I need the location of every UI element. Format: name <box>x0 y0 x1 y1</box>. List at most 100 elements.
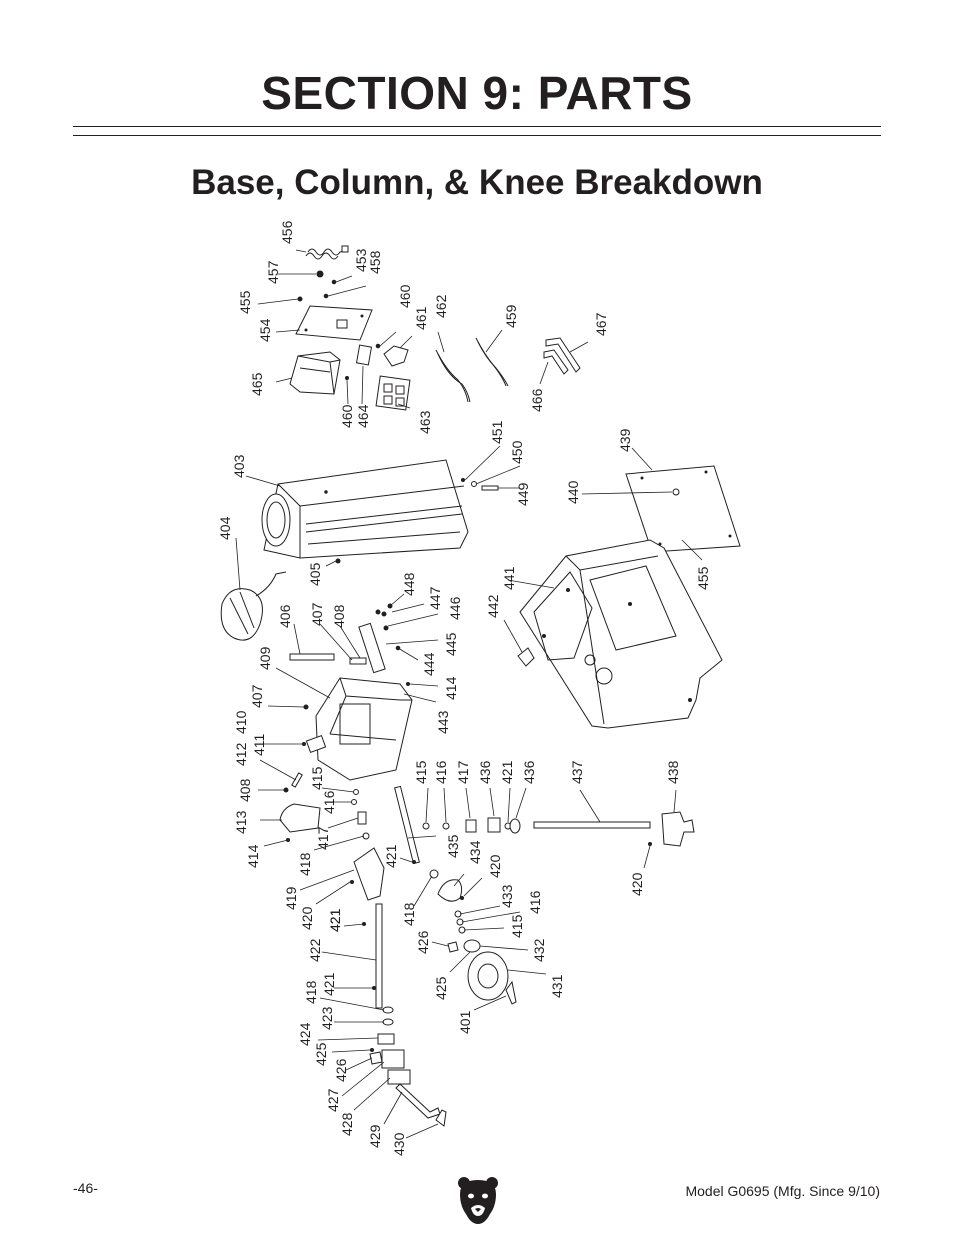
callout-448: 448 <box>401 572 417 596</box>
callout-426b: 426 <box>333 1058 349 1082</box>
callout-458: 458 <box>367 250 383 274</box>
callout-414b: 414 <box>245 844 261 868</box>
part-450 <box>471 481 477 487</box>
plate-439 <box>625 465 741 553</box>
callout-411: 411 <box>251 733 267 756</box>
callout-435: 435 <box>445 834 461 858</box>
wire-462 <box>435 349 469 403</box>
callout-449: 449 <box>515 482 531 506</box>
callout-454: 454 <box>257 318 273 342</box>
switch-463 <box>375 375 411 411</box>
callout-462: 462 <box>433 294 449 318</box>
part-417-c <box>465 819 477 833</box>
part-427 <box>381 1049 405 1069</box>
callout-425b: 425 <box>313 1042 329 1066</box>
knee-409 <box>315 677 413 781</box>
callout-416c: 416 <box>527 890 543 914</box>
motor-404 <box>220 571 287 641</box>
crank-429 <box>395 1083 441 1119</box>
part-415-c <box>422 822 430 830</box>
part-423 <box>382 1018 394 1026</box>
callout-415c: 415 <box>509 914 525 938</box>
callout-420c: 420 <box>629 872 645 896</box>
callout-421e: 421 <box>321 972 337 996</box>
part-419 <box>353 847 385 901</box>
part-410 <box>305 734 327 754</box>
part-417 <box>357 811 367 825</box>
callout-418b: 418 <box>401 902 417 926</box>
part-414-top <box>406 682 410 686</box>
part-407-b <box>303 704 309 710</box>
part-408 <box>349 657 367 665</box>
part-428 <box>387 1069 411 1085</box>
callout-421c: 421 <box>499 760 515 784</box>
callout-407b: 407 <box>249 684 265 708</box>
part-457 <box>316 270 324 278</box>
callout-424: 424 <box>297 1022 313 1046</box>
callout-417: 417 <box>315 826 331 850</box>
callout-461: 461 <box>413 306 429 330</box>
wrench-467 <box>545 337 581 373</box>
page-number: -46- <box>73 1180 98 1196</box>
callout-421d: 421 <box>327 908 343 932</box>
wrench-466 <box>543 349 569 375</box>
callout-404: 404 <box>217 516 233 540</box>
housing-434 <box>437 879 463 902</box>
handle-430 <box>435 1109 447 1127</box>
part-420-b <box>460 896 464 900</box>
callout-428: 428 <box>339 1112 355 1136</box>
callout-466: 466 <box>529 388 545 412</box>
callout-407: 407 <box>309 602 325 626</box>
callout-403: 403 <box>231 454 247 478</box>
callout-418c: 418 <box>303 980 319 1004</box>
callout-438: 438 <box>665 760 681 784</box>
part-455-top <box>297 296 303 302</box>
callout-446: 446 <box>447 596 463 620</box>
part-449 <box>481 485 499 491</box>
callout-430: 430 <box>391 1132 407 1156</box>
callout-459: 459 <box>503 304 519 328</box>
callout-464: 464 <box>355 404 371 428</box>
callout-444: 444 <box>421 652 437 676</box>
callout-432: 432 <box>531 938 547 962</box>
callout-422: 422 <box>307 938 323 962</box>
callout-416: 416 <box>321 790 337 814</box>
callout-423: 423 <box>319 1006 335 1030</box>
page-title: SECTION 9: PARTS <box>261 67 693 119</box>
part-420-c <box>648 842 652 846</box>
header-rule-top <box>73 126 881 127</box>
part-432 <box>463 939 481 953</box>
part-420 <box>350 880 354 884</box>
callout-406: 406 <box>277 604 293 628</box>
shaft-422 <box>375 903 383 1009</box>
callout-436b: 436 <box>521 760 537 784</box>
callout-467: 467 <box>593 312 609 336</box>
part-413 <box>279 803 321 833</box>
callout-420: 420 <box>299 906 315 930</box>
callout-433: 433 <box>499 884 515 908</box>
callout-463: 463 <box>417 410 433 434</box>
screws-448-447 <box>375 603 393 631</box>
part-418-b <box>382 1006 394 1014</box>
callout-421b: 421 <box>383 844 399 868</box>
drain-442 <box>517 647 535 667</box>
breakdown-title: Base, Column, & Knee Breakdown <box>191 163 763 202</box>
part-406 <box>289 653 335 661</box>
part-426-b <box>447 941 459 953</box>
callout-431: 431 <box>549 974 565 998</box>
bear-head-icon <box>458 1177 498 1224</box>
callout-436: 436 <box>477 760 493 784</box>
callout-409: 409 <box>257 646 273 670</box>
callout-429: 429 <box>367 1124 383 1148</box>
part-408-b <box>283 787 289 793</box>
callout-416b: 416 <box>433 760 449 784</box>
part-464 <box>355 344 373 366</box>
leader-lines <box>235 249 703 1139</box>
part-460-b <box>345 376 349 380</box>
callout-453: 453 <box>353 248 369 272</box>
part-424 <box>377 1033 395 1045</box>
callout-441: 441 <box>501 566 517 590</box>
callout-405: 405 <box>307 562 323 586</box>
callout-425: 425 <box>433 976 449 1000</box>
callout-455: 455 <box>237 290 253 314</box>
